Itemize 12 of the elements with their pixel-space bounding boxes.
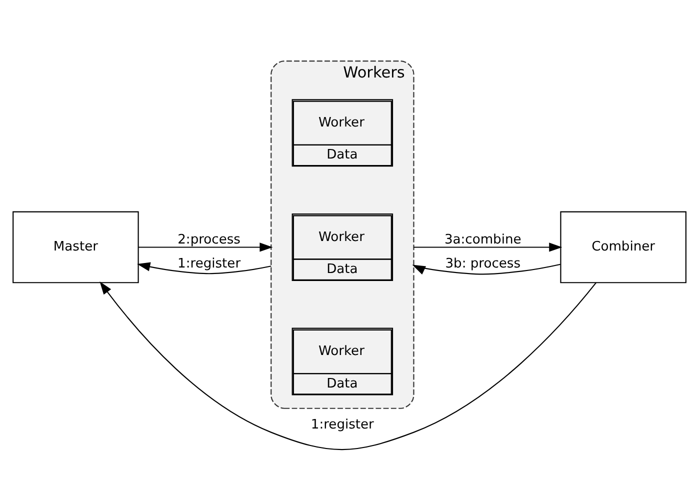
arrow [414, 242, 562, 252]
edge-label: 1:register [310, 418, 374, 433]
arrow [100, 281, 596, 450]
edge-label: 2:process [178, 232, 240, 248]
arrow [138, 242, 273, 252]
edge-label: 3b: process [445, 256, 520, 272]
edge-label: 1:register [178, 256, 241, 272]
arrow [137, 262, 272, 274]
node-box: Master [12, 211, 139, 284]
arrow [412, 264, 560, 275]
node-box: Combiner [560, 211, 686, 284]
edge-label: 3a:combine [444, 232, 522, 248]
